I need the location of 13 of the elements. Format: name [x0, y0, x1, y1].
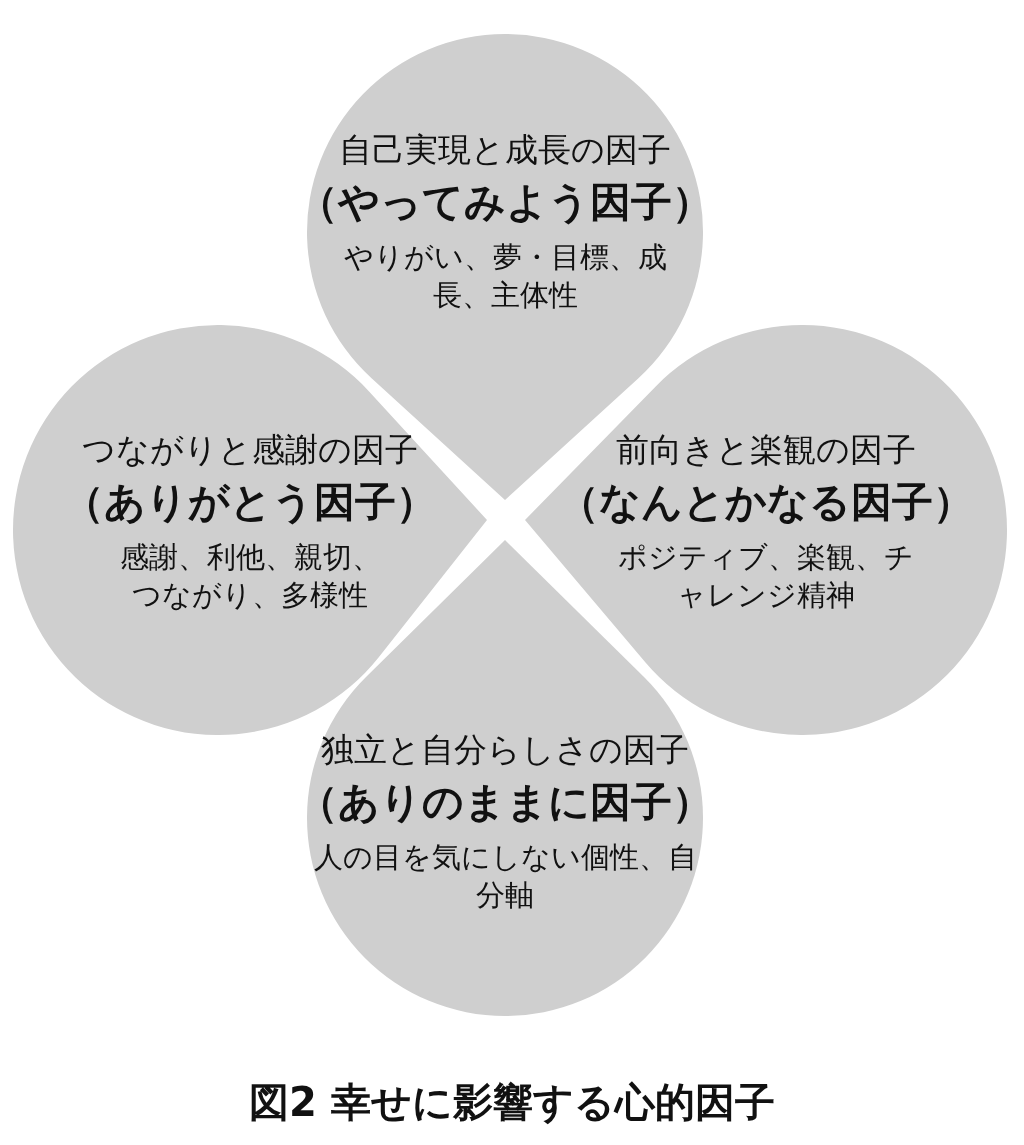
factor-heading: 前向きと楽観の因子	[616, 429, 916, 471]
factor-heading: 独立と自分らしさの因子	[321, 729, 689, 771]
factor-name: （ありのままに因子）	[297, 777, 713, 828]
factor-name: （ありがとう因子）	[63, 477, 437, 528]
factor-heading: 自己実現と成長の因子	[339, 129, 671, 171]
factor-heading: つながりと感謝の因子	[82, 429, 418, 471]
factor-description: 人の目を気にしない個性、自分軸	[312, 839, 698, 914]
figure-caption: 図2 幸せに影響する心的因子	[249, 1078, 775, 1127]
factor-name: （やってみよう因子）	[297, 177, 713, 228]
factor-description: やりがい、夢・目標、成長、主体性	[342, 239, 668, 314]
factor-name: （なんとかなる因子）	[558, 477, 974, 528]
factor-description: ポジティブ、楽観、チャレンジ精神	[617, 539, 915, 614]
factor-description: 感謝、利他、親切、つながり、多様性	[118, 539, 382, 614]
